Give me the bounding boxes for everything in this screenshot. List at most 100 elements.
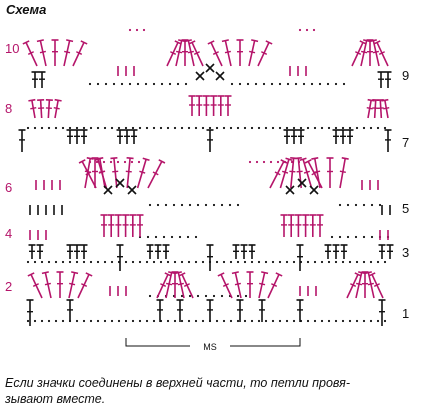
chain-dot <box>40 126 44 130</box>
double-crochet <box>162 244 170 259</box>
chain-dot <box>334 260 338 264</box>
chain-dot <box>152 82 156 86</box>
chain-dot <box>170 235 174 239</box>
chain-dot <box>222 260 226 264</box>
chain-dot <box>355 126 359 130</box>
double-crochet <box>91 157 99 188</box>
chain-dot <box>338 203 342 207</box>
row-number: 8 <box>5 101 12 116</box>
single-crochet <box>205 63 215 73</box>
chain-dot <box>166 319 170 323</box>
chain-dot <box>306 319 310 323</box>
chain-dot <box>330 235 334 239</box>
chain-dot <box>376 260 380 264</box>
chain-dot <box>327 126 331 130</box>
chain-dot <box>117 319 121 323</box>
double-crochet <box>236 39 244 66</box>
chain-dot <box>341 319 345 323</box>
double-crochet <box>316 214 324 237</box>
double-crochet <box>366 98 375 119</box>
chain-dot <box>306 260 310 264</box>
chain-dot <box>128 28 132 32</box>
chain-dot <box>250 260 254 264</box>
chain-dot <box>302 82 306 86</box>
double-crochet <box>53 98 62 119</box>
double-crochet <box>130 129 138 144</box>
chain-dot <box>355 260 359 264</box>
double-crochet <box>56 271 64 298</box>
chain-dot <box>278 126 282 130</box>
chain-dot <box>180 294 184 298</box>
chain-dot <box>142 28 146 32</box>
chain-dot <box>116 160 120 164</box>
chain-dot <box>75 260 79 264</box>
double-crochet <box>224 95 232 116</box>
double-crochet <box>123 129 131 144</box>
chain-dot <box>370 235 374 239</box>
chain-dot <box>320 126 324 130</box>
chain-dot <box>156 203 160 207</box>
chain-dot <box>164 203 168 207</box>
chain-dot <box>378 203 382 207</box>
chain-dot <box>47 126 51 130</box>
chain-dot <box>334 126 338 130</box>
double-crochet <box>166 40 182 67</box>
chain-dot <box>117 126 121 130</box>
double-crochet <box>290 129 298 144</box>
chain-dot <box>40 319 44 323</box>
single-crochet <box>115 178 125 188</box>
double-crochet <box>38 71 46 88</box>
row-number: 2 <box>5 279 12 294</box>
double-crochet <box>231 271 242 299</box>
chain-dot <box>305 28 309 32</box>
double-crochet <box>36 244 44 259</box>
double-crochet <box>80 129 88 144</box>
double-crochet <box>287 214 295 237</box>
double-crochet <box>28 244 36 259</box>
double-crochet <box>258 271 269 299</box>
chain-dot <box>383 319 387 323</box>
double-crochet <box>373 40 389 67</box>
chain-dot <box>327 319 331 323</box>
double-crochet <box>80 244 88 259</box>
chain-dot <box>204 294 208 298</box>
chain-dot <box>194 260 198 264</box>
chain-dot <box>68 260 72 264</box>
double-crochet <box>366 39 374 66</box>
chain-dot <box>222 319 226 323</box>
double-crochet <box>339 157 349 189</box>
double-crochet <box>110 157 119 189</box>
chain-dot <box>131 126 135 130</box>
double-crochet <box>311 157 321 189</box>
chain-dot <box>54 126 58 130</box>
chain-dot <box>244 294 248 298</box>
double-crochet <box>340 244 348 259</box>
chain-dot <box>310 82 314 86</box>
chain-dot <box>138 260 142 264</box>
chain-dot <box>187 260 191 264</box>
chain-dot <box>26 319 30 323</box>
chain-dot <box>285 126 289 130</box>
double-crochet <box>77 272 93 299</box>
double-crochet <box>41 271 52 299</box>
double-crochet <box>73 244 81 259</box>
double-crochet <box>206 299 214 322</box>
double-crochet <box>27 272 43 299</box>
double-crochet <box>73 129 81 144</box>
double-crochet <box>107 214 115 237</box>
double-crochet <box>146 244 154 259</box>
chain-dot <box>326 82 330 86</box>
chain-dot <box>145 260 149 264</box>
double-crochet <box>384 129 392 152</box>
chain-dot <box>180 260 184 264</box>
chain-dot <box>196 294 200 298</box>
double-crochet <box>188 40 204 67</box>
chain-dot <box>212 294 216 298</box>
chain-dot <box>238 82 242 86</box>
chain-dot <box>236 319 240 323</box>
double-crochet <box>280 214 288 237</box>
chain-dot <box>159 260 163 264</box>
chain-dot <box>327 260 331 264</box>
chain-dot <box>362 126 366 130</box>
double-crochet <box>184 39 195 67</box>
